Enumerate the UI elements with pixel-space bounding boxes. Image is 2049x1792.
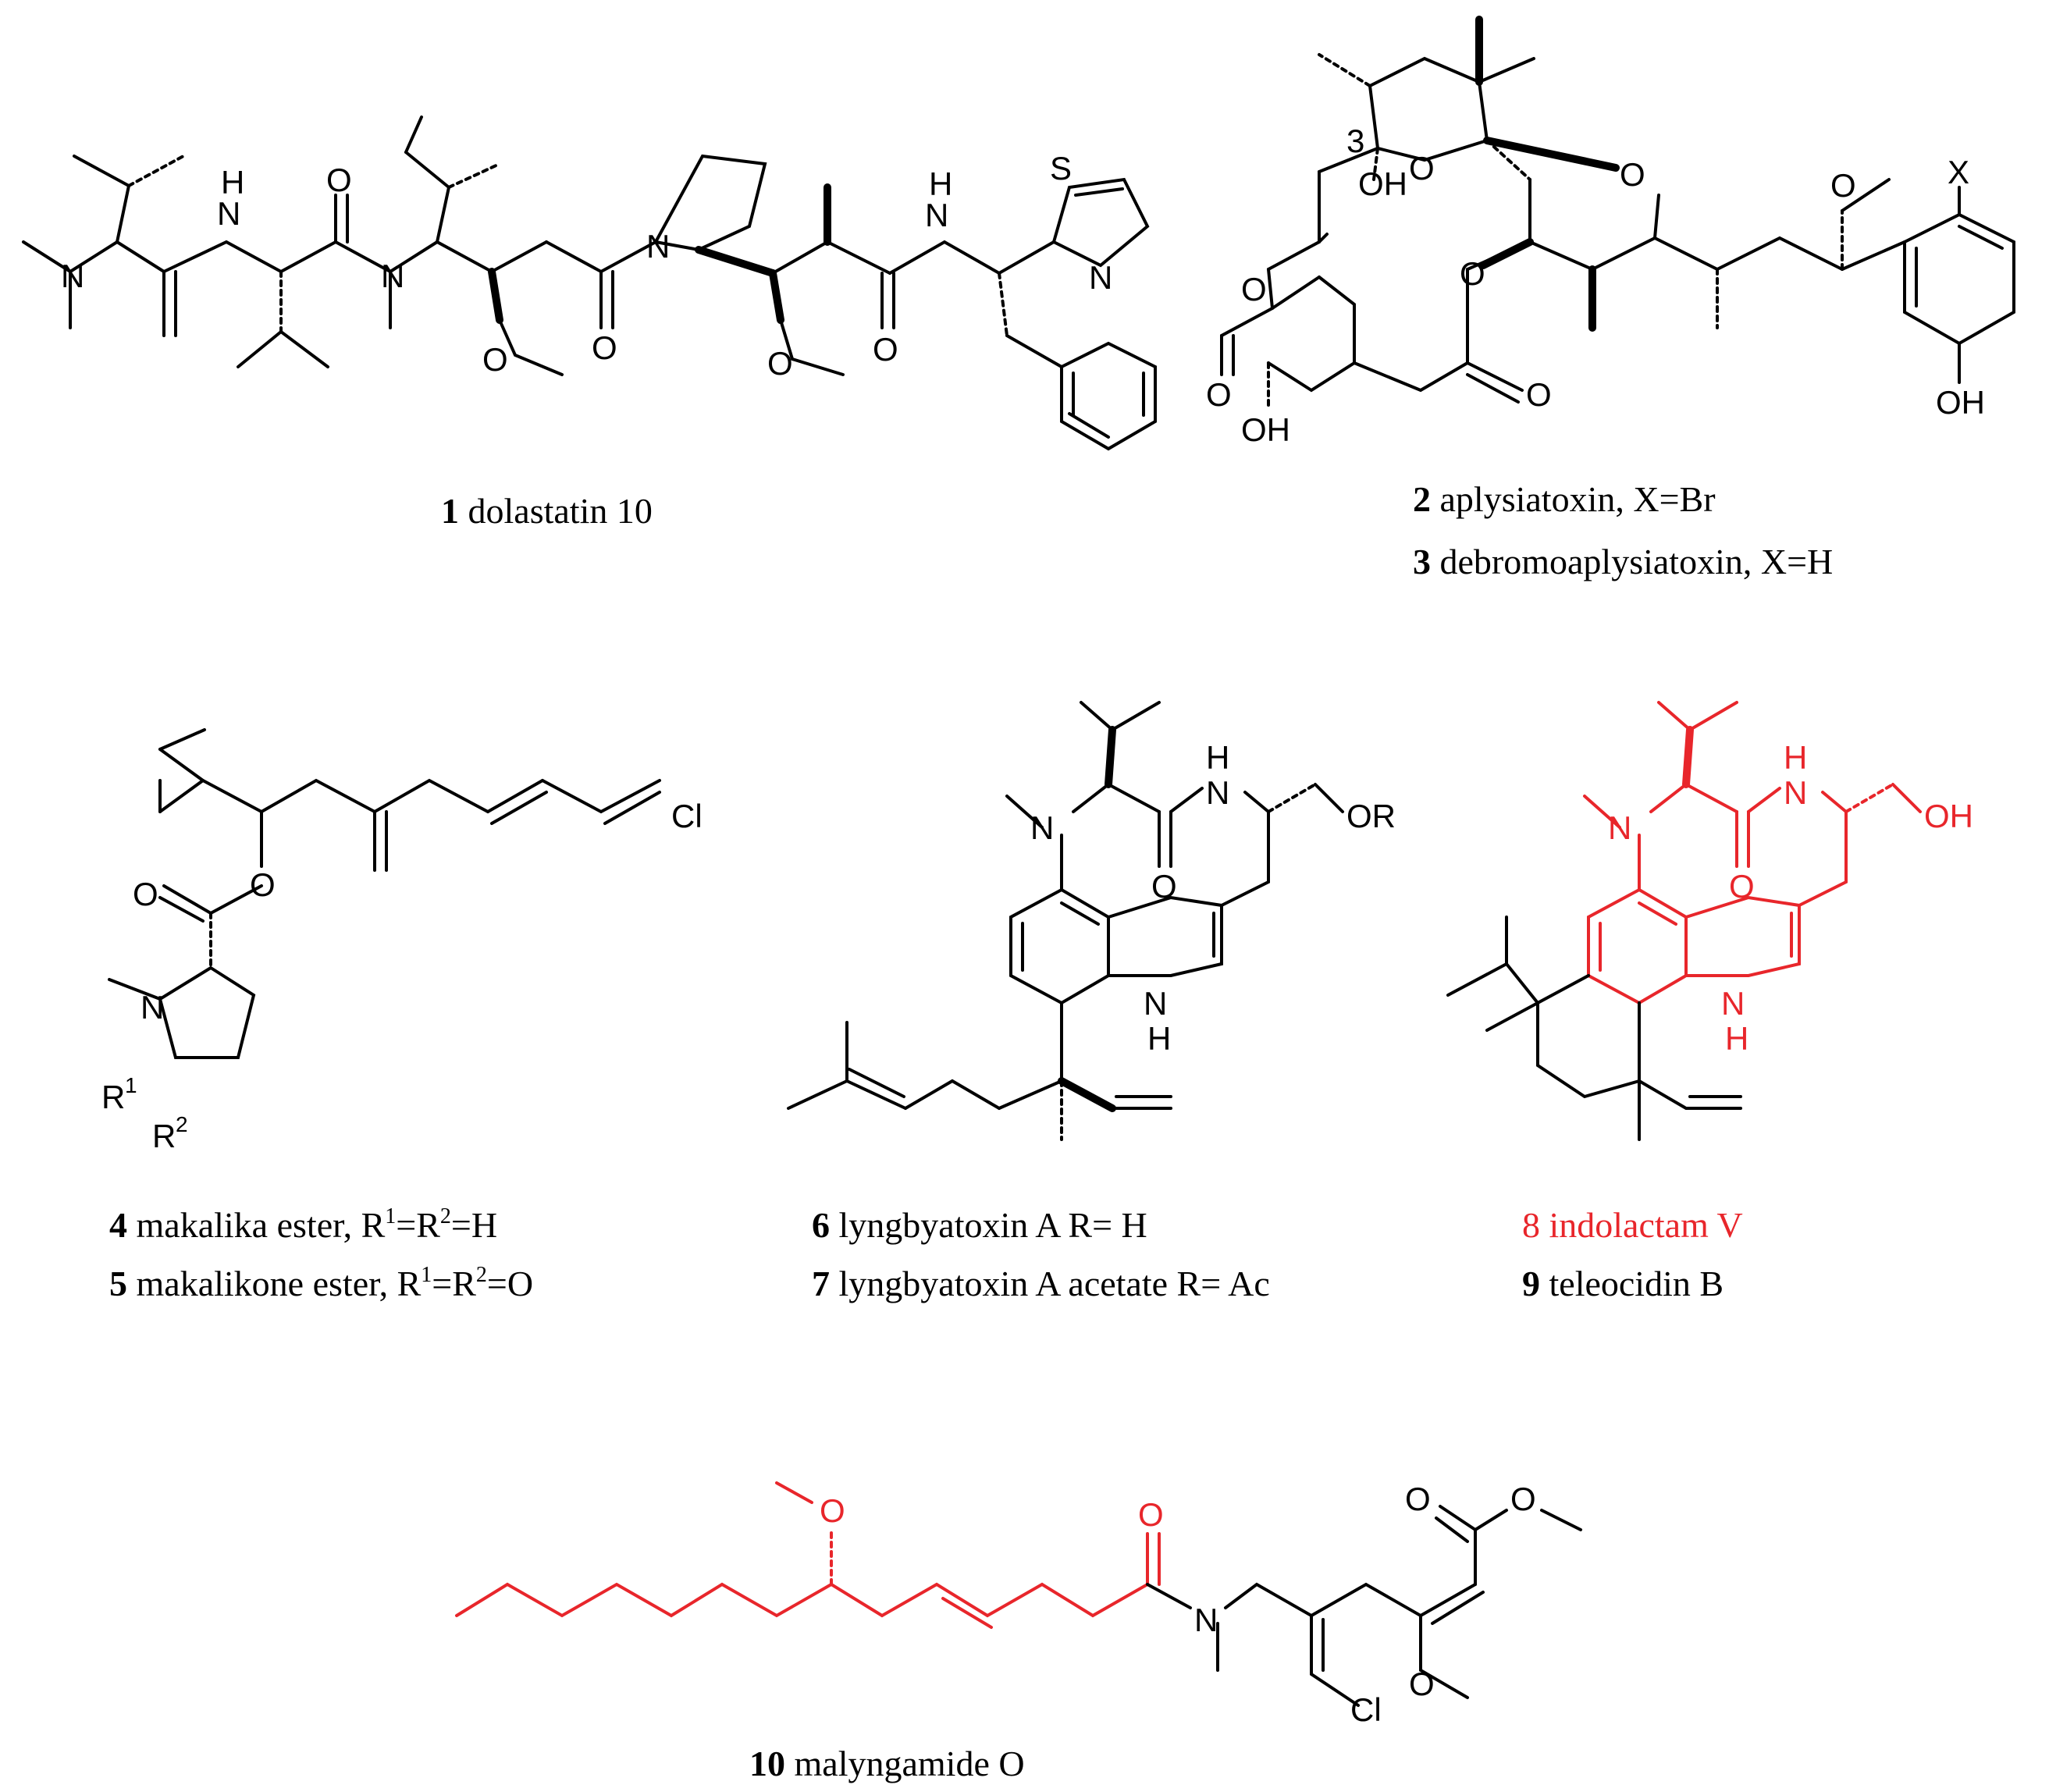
svg-text:O: O	[1460, 255, 1485, 292]
structure-dolastatin-10	[22, 116, 1157, 451]
structure-malyngamide-o-chain	[455, 1481, 1161, 1629]
structure-lyngbyatoxin-a	[787, 701, 1344, 1141]
structure-indolactam-v	[1583, 701, 1922, 1005]
caption-4: 4 makalika ester, R1=R2=H	[109, 1204, 497, 1245]
svg-text:H: H	[929, 165, 952, 202]
svg-text:O: O	[482, 341, 508, 378]
svg-text:O: O	[1409, 150, 1435, 187]
svg-text:N: N	[1784, 774, 1807, 811]
svg-text:O: O	[873, 331, 898, 368]
svg-text:N: N	[141, 989, 164, 1026]
svg-text:O: O	[820, 1492, 845, 1529]
svg-text:OR: OR	[1346, 798, 1396, 834]
aplysiatoxin-atom-labels: 3 OH O O O O O O OH O X OH	[1206, 123, 1985, 448]
svg-text:H: H	[221, 164, 244, 201]
svg-text:N: N	[1721, 985, 1745, 1022]
svg-text:OH: OH	[1358, 165, 1407, 202]
svg-text:H: H	[1784, 739, 1807, 776]
structure-malyngamide-o-head	[1146, 1505, 1582, 1707]
svg-text:O: O	[592, 329, 617, 366]
svg-text:O: O	[250, 866, 276, 903]
makalika-atom-labels: Cl O O N R 1 R 2	[101, 798, 703, 1154]
caption-10: 10 malyngamide O	[749, 1744, 1025, 1783]
indolactam-atom-labels: N H N O OH N H	[1608, 739, 1973, 1057]
svg-text:N: N	[1608, 809, 1631, 846]
svg-text:N: N	[646, 228, 670, 265]
structure-aplysiatoxin	[1220, 16, 2015, 407]
svg-text:O: O	[767, 345, 793, 382]
svg-text:1: 1	[125, 1073, 137, 1097]
svg-text:S: S	[1050, 150, 1072, 187]
caption-7: 7 lyngbyatoxin A acetate R= Ac	[812, 1264, 1270, 1303]
svg-text:R: R	[152, 1118, 176, 1154]
malyngamide-atom-labels: O O N Cl O O O	[820, 1481, 1536, 1728]
svg-text:O: O	[1729, 868, 1755, 905]
svg-text:N: N	[1206, 774, 1229, 811]
caption-2: 2 aplysiatoxin, X=Br	[1413, 479, 1716, 519]
caption-1: 1 dolastatin 10	[441, 491, 653, 531]
svg-text:N: N	[217, 195, 240, 232]
caption-6: 6 lyngbyatoxin A R= H	[812, 1205, 1147, 1245]
svg-text:N: N	[381, 258, 404, 294]
svg-text:O: O	[1409, 1666, 1435, 1702]
svg-text:N: N	[1144, 985, 1167, 1022]
lyngbyatoxin-atom-labels: N H N O OR N H	[1030, 739, 1396, 1057]
svg-text:O: O	[1830, 167, 1856, 204]
svg-text:O: O	[1526, 376, 1552, 413]
svg-text:N: N	[925, 197, 948, 233]
svg-text:OH: OH	[1241, 411, 1290, 448]
svg-text:Cl: Cl	[1350, 1691, 1382, 1728]
svg-text:R: R	[101, 1079, 125, 1115]
caption-9: 9 teleocidin B	[1522, 1264, 1724, 1303]
svg-text:2: 2	[176, 1112, 188, 1136]
svg-text:O: O	[1620, 156, 1645, 193]
caption-5: 5 makalikone ester, R1=R2=O	[109, 1263, 533, 1303]
svg-text:Cl: Cl	[671, 798, 703, 834]
svg-text:O: O	[1405, 1481, 1431, 1517]
svg-text:H: H	[1725, 1020, 1748, 1057]
svg-text:H: H	[1206, 739, 1229, 776]
svg-text:O: O	[1138, 1496, 1164, 1533]
svg-text:N: N	[1194, 1602, 1218, 1638]
svg-text:N: N	[1030, 809, 1054, 846]
svg-text:O: O	[1151, 868, 1177, 905]
svg-text:O: O	[1206, 376, 1232, 413]
svg-text:OH: OH	[1924, 798, 1973, 834]
caption-8: 8 indolactam V	[1522, 1205, 1743, 1245]
svg-text:O: O	[1510, 1481, 1536, 1517]
svg-text:N: N	[1089, 259, 1112, 296]
teleocidin-ring	[1446, 916, 1742, 1141]
svg-text:OH: OH	[1936, 384, 1985, 421]
dolastatin-atom-labels: N N H O N O O N O O N H S N	[61, 150, 1112, 382]
structure-makalika-ester	[108, 728, 661, 1059]
svg-text:H: H	[1147, 1020, 1171, 1057]
svg-text:O: O	[326, 162, 352, 198]
caption-3: 3 debromoaplysiatoxin, X=H	[1413, 542, 1833, 581]
svg-text:N: N	[61, 258, 84, 294]
svg-text:3: 3	[1346, 123, 1364, 159]
svg-text:X: X	[1948, 154, 1969, 190]
svg-text:O: O	[1241, 271, 1267, 308]
svg-text:O: O	[133, 876, 158, 912]
